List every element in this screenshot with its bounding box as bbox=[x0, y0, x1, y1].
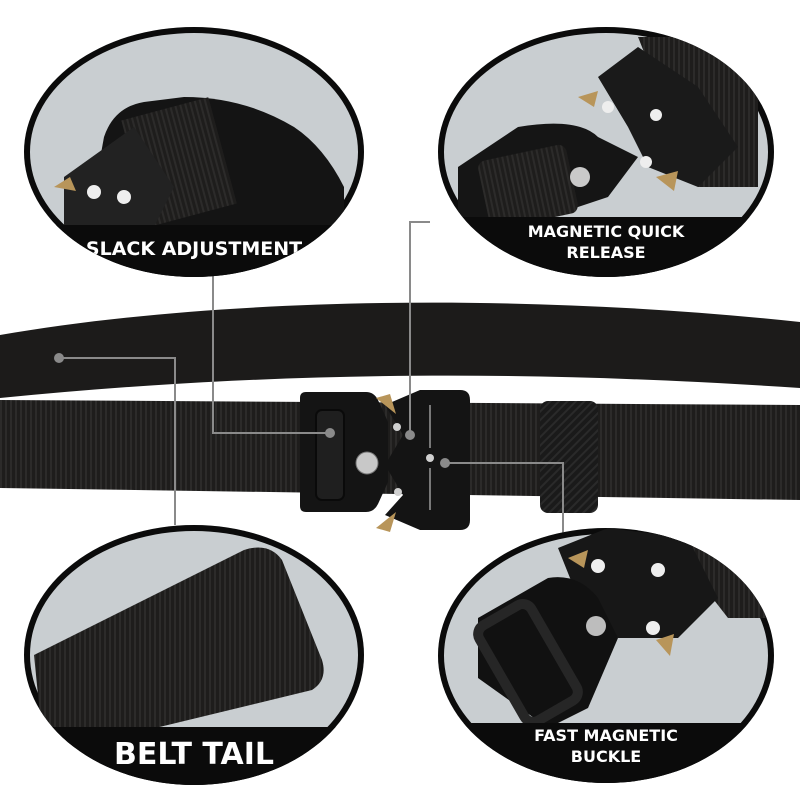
belt-tail-photo bbox=[34, 547, 324, 755]
magnetic-quick-release-label-bar: MAGNETIC QUICK RELEASE bbox=[438, 217, 774, 277]
belt-back-strap bbox=[0, 302, 800, 398]
fast-magnetic-buckle-label-bar: FAST MAGNETIC BUCKLE bbox=[438, 723, 774, 783]
slack-adjustment-label: SLACK ADJUSTMENT bbox=[85, 238, 303, 260]
slack-adjustment-label-bar: SLACK ADJUSTMENT bbox=[24, 225, 364, 277]
buckle-latch-top bbox=[376, 394, 396, 414]
callout-fast-magnetic-buckle: FAST MAGNETIC BUCKLE bbox=[438, 528, 774, 783]
fast-magnetic-buckle-label-line2: BUCKLE bbox=[570, 747, 642, 766]
callout-slack-adjustment: SLACK ADJUSTMENT bbox=[24, 27, 364, 277]
fast-magnetic-buckle-label-line1: FAST MAGNETIC bbox=[534, 726, 678, 745]
slack-adjustment-photo bbox=[54, 97, 344, 247]
buckle-latch-bottom bbox=[376, 512, 396, 532]
belt-tail-label-bar: BELT TAIL bbox=[24, 727, 364, 785]
magnetic-quick-release-label-line2: RELEASE bbox=[566, 243, 646, 262]
connector-dots bbox=[54, 353, 450, 468]
buckle-release-button bbox=[355, 451, 379, 475]
callout-magnetic-quick-release: MAGNETIC QUICK RELEASE bbox=[438, 27, 774, 277]
callout-belt-tail: BELT TAIL bbox=[24, 525, 364, 785]
connector-lines bbox=[59, 221, 564, 548]
magnetic-quick-release-label-line1: MAGNETIC QUICK bbox=[527, 222, 685, 241]
belt-keeper-loop bbox=[540, 401, 598, 513]
fast-magnetic-buckle-photo bbox=[473, 528, 768, 728]
magnetic-quick-release-photo bbox=[458, 37, 758, 230]
belt-tail-label: BELT TAIL bbox=[113, 737, 275, 772]
